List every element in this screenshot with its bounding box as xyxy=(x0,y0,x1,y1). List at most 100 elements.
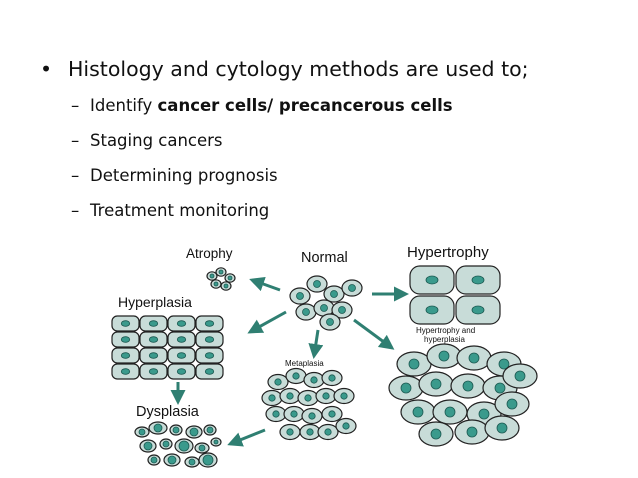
nucleus xyxy=(218,269,224,275)
arrow-to-hyperplasia xyxy=(247,310,287,334)
nucleus xyxy=(320,304,328,312)
nucleus xyxy=(296,292,304,300)
nucleus xyxy=(268,394,276,402)
nucleus xyxy=(176,352,187,359)
sub-bullet-treatment: –Treatment monitoring xyxy=(71,201,269,220)
nucleus xyxy=(338,306,346,314)
nucleus xyxy=(308,412,316,420)
nucleus xyxy=(138,428,146,436)
arrow-metaplasia-to-dysplasia xyxy=(227,428,266,447)
nucleus xyxy=(494,382,506,394)
nucleus xyxy=(438,350,450,362)
arrow-to-metaplasia xyxy=(308,329,324,359)
label-hypertrophy-hyperplasia-line2: hyperplasia xyxy=(424,335,465,344)
nucleus xyxy=(466,426,478,438)
nucleus xyxy=(310,376,318,384)
hyperplasia-cells xyxy=(111,315,224,380)
nucleus xyxy=(223,283,229,289)
nucleus xyxy=(274,378,282,386)
nucleus xyxy=(328,374,336,382)
nucleus xyxy=(306,428,314,436)
nucleus xyxy=(213,439,219,445)
nucleus xyxy=(178,440,190,452)
nucleus xyxy=(286,392,294,400)
nucleus xyxy=(172,426,180,434)
nucleus xyxy=(167,455,177,465)
nucleus xyxy=(342,422,350,430)
nucleus xyxy=(326,318,334,326)
nucleus xyxy=(204,336,215,343)
nucleus xyxy=(471,305,485,315)
nucleus xyxy=(227,275,233,281)
sub-dash: – xyxy=(71,96,80,115)
nucleus xyxy=(302,308,310,316)
hypertrophy-hyperplasia-cells xyxy=(388,343,538,447)
nucleus xyxy=(348,284,356,292)
dysplasia-cells xyxy=(134,421,222,468)
nucleus xyxy=(120,336,131,343)
nucleus xyxy=(496,422,508,434)
sub-dash: – xyxy=(71,201,80,220)
sub-dash: – xyxy=(71,166,80,185)
nucleus xyxy=(324,428,332,436)
label-metaplasia: Metaplasia xyxy=(285,359,324,368)
nucleus xyxy=(400,382,412,394)
nucleus xyxy=(148,352,159,359)
nucleus xyxy=(150,456,158,464)
label-hyperplasia: Hyperplasia xyxy=(118,294,192,310)
nucleus xyxy=(468,352,480,364)
sub-bullet-identify-bold: cancer cells/ precancerous cells xyxy=(157,96,453,115)
nucleus xyxy=(412,406,424,418)
arrows xyxy=(170,276,409,447)
metaplasia-cells xyxy=(261,367,357,441)
nucleus xyxy=(408,358,420,370)
sub-bullet-identify-prefix: Identify xyxy=(90,96,158,115)
nucleus xyxy=(120,352,131,359)
nucleus xyxy=(340,392,348,400)
label-normal: Normal xyxy=(301,250,348,266)
nucleus xyxy=(286,428,294,436)
nucleus xyxy=(176,320,187,327)
nucleus xyxy=(430,378,442,390)
nucleus xyxy=(148,368,159,375)
sub-bullet-staging-text: Staging cancers xyxy=(90,131,223,150)
label-hypertrophy: Hypertrophy xyxy=(407,244,489,261)
label-hypertrophy-hyperplasia-line1: Hypertrophy and xyxy=(416,326,475,335)
nucleus xyxy=(272,410,280,418)
sub-bullet-staging: –Staging cancers xyxy=(71,131,223,150)
nucleus xyxy=(292,372,300,380)
nucleus xyxy=(148,320,159,327)
normal-cells xyxy=(289,275,363,331)
nucleus xyxy=(471,275,485,285)
nucleus xyxy=(462,380,474,392)
sub-dash: – xyxy=(71,131,80,150)
nucleus xyxy=(120,320,131,327)
nucleus xyxy=(176,368,187,375)
nucleus xyxy=(209,273,215,279)
nucleus xyxy=(213,281,219,287)
sub-bullet-identify: –Identify cancer cells/ precancerous cel… xyxy=(71,96,453,115)
nucleus xyxy=(290,410,298,418)
main-bullet: •Histology and cytology methods are used… xyxy=(40,57,630,81)
sub-bullet-prognosis-text: Determining prognosis xyxy=(90,166,278,185)
nucleus xyxy=(506,398,518,410)
nucleus xyxy=(514,370,526,382)
nucleus xyxy=(430,428,442,440)
nucleus xyxy=(322,392,330,400)
nucleus xyxy=(189,427,199,437)
nucleus xyxy=(330,290,338,298)
nucleus xyxy=(143,441,153,451)
nucleus xyxy=(425,275,439,285)
nucleus xyxy=(176,336,187,343)
arrow-to-atrophy xyxy=(249,276,281,292)
nucleus xyxy=(162,440,170,448)
nucleus xyxy=(204,320,215,327)
sub-bullet-treatment-text: Treatment monitoring xyxy=(90,201,270,220)
label-dysplasia: Dysplasia xyxy=(136,404,200,420)
nucleus xyxy=(198,444,206,452)
nucleus xyxy=(204,368,215,375)
nucleus xyxy=(120,368,131,375)
arrow-to-hypertrophy-hyperplasia xyxy=(353,318,395,350)
hypertrophy-cells xyxy=(409,265,501,325)
nucleus xyxy=(444,406,456,418)
